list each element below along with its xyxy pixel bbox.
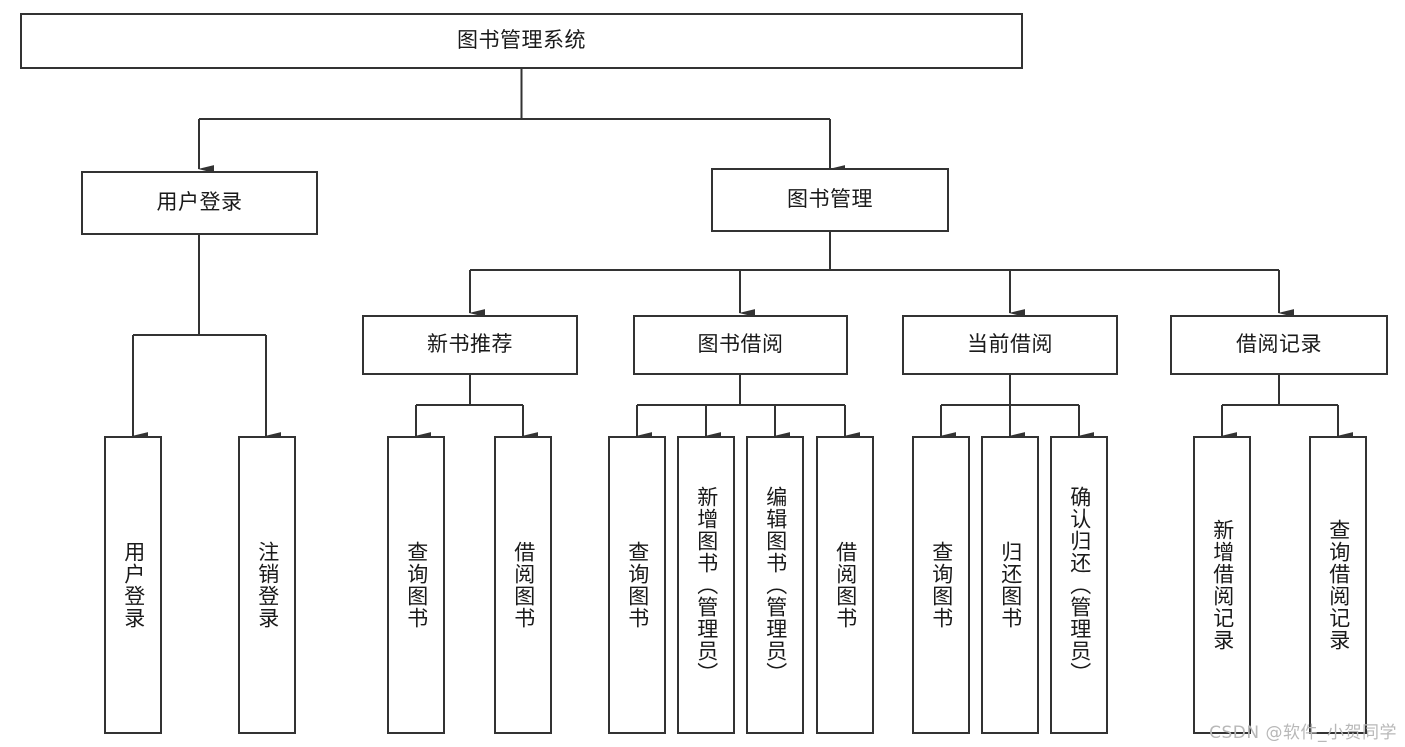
node-leaf-add-book[interactable]: 新增图书（管理员）: [677, 436, 735, 734]
node-leaf-logout-login[interactable]: 注销登录: [238, 436, 296, 734]
node-current-borrow-label: 当前借阅: [967, 332, 1053, 357]
node-leaf-query-book-1[interactable]: 查询图书: [387, 436, 445, 734]
node-leaf-logout-login-label: 注销登录: [255, 541, 280, 629]
node-root-label: 图书管理系统: [457, 28, 586, 53]
node-book-manage[interactable]: 图书管理: [711, 168, 949, 232]
node-leaf-edit-book[interactable]: 编辑图书（管理员）: [746, 436, 804, 734]
node-leaf-borrow-book-1[interactable]: 借阅图书: [494, 436, 552, 734]
node-leaf-query-book-3-label: 查询图书: [929, 541, 954, 629]
node-leaf-confirm-return[interactable]: 确认归还（管理员）: [1050, 436, 1108, 734]
node-leaf-query-book-2-label: 查询图书: [625, 541, 650, 629]
node-current-borrow[interactable]: 当前借阅: [902, 315, 1118, 375]
node-leaf-edit-book-label: 编辑图书（管理员）: [763, 486, 788, 684]
node-leaf-add-record-label: 新增借阅记录: [1210, 519, 1235, 651]
node-new-book-recommend[interactable]: 新书推荐: [362, 315, 578, 375]
node-leaf-return-book-label: 归还图书: [998, 541, 1023, 629]
node-root[interactable]: 图书管理系统: [20, 13, 1023, 69]
node-book-manage-label: 图书管理: [787, 187, 873, 212]
node-new-book-recommend-label: 新书推荐: [427, 332, 513, 357]
node-leaf-borrow-book-1-label: 借阅图书: [511, 541, 536, 629]
node-leaf-return-book[interactable]: 归还图书: [981, 436, 1039, 734]
node-leaf-add-record[interactable]: 新增借阅记录: [1193, 436, 1251, 734]
node-leaf-borrow-book-2[interactable]: 借阅图书: [816, 436, 874, 734]
node-book-borrow-label: 图书借阅: [697, 332, 784, 357]
node-leaf-query-book-1-label: 查询图书: [404, 541, 429, 629]
node-leaf-query-book-2[interactable]: 查询图书: [608, 436, 666, 734]
node-user-login-label: 用户登录: [156, 190, 243, 215]
node-borrow-record-label: 借阅记录: [1236, 332, 1322, 357]
node-leaf-confirm-return-label: 确认归还（管理员）: [1067, 486, 1092, 684]
node-leaf-add-book-label: 新增图书（管理员）: [694, 486, 719, 684]
node-book-borrow[interactable]: 图书借阅: [633, 315, 848, 375]
node-leaf-query-record[interactable]: 查询借阅记录: [1309, 436, 1367, 734]
csdn-watermark: CSDN @软件_小贺同学: [1209, 723, 1397, 743]
node-leaf-query-book-3[interactable]: 查询图书: [912, 436, 970, 734]
node-leaf-user-login[interactable]: 用户登录: [104, 436, 162, 734]
node-leaf-query-record-label: 查询借阅记录: [1326, 519, 1351, 651]
node-user-login[interactable]: 用户登录: [81, 171, 318, 235]
node-leaf-borrow-book-2-label: 借阅图书: [833, 541, 858, 629]
node-borrow-record[interactable]: 借阅记录: [1170, 315, 1388, 375]
node-leaf-user-login-label: 用户登录: [121, 541, 146, 629]
